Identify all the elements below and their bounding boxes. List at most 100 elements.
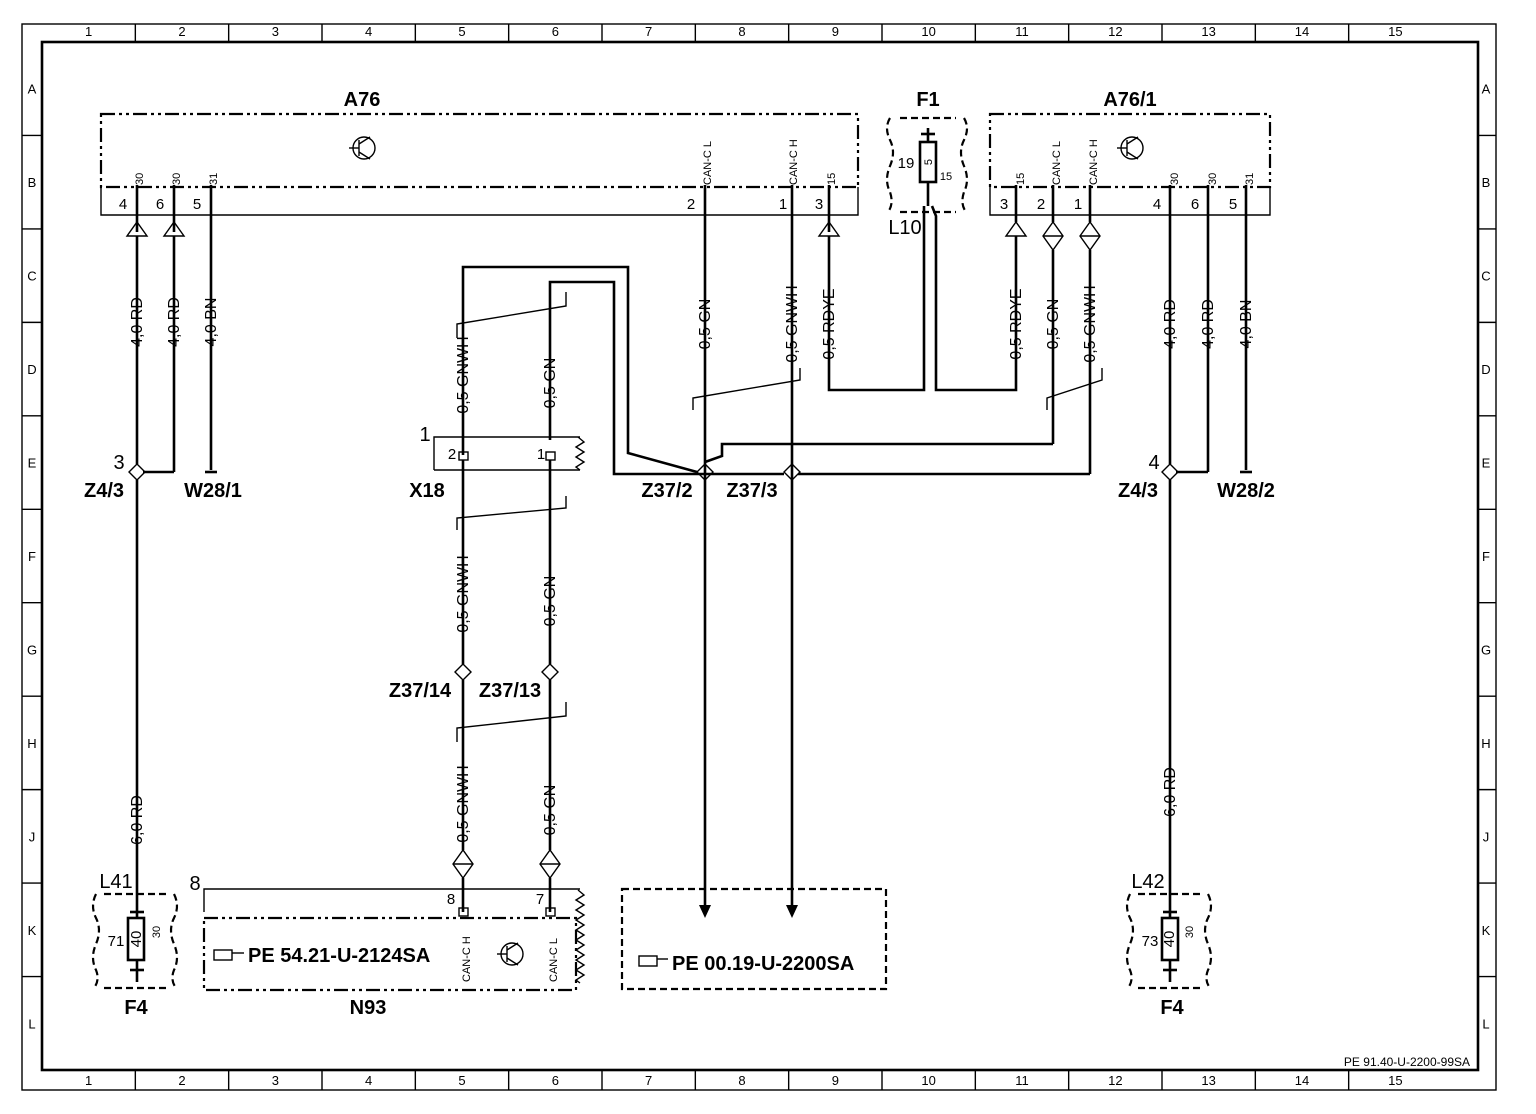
grid-row-label: L xyxy=(28,1016,35,1031)
can-ref: PE 00.19-U-2200SA xyxy=(672,953,854,975)
a76-label: A76 xyxy=(344,89,381,111)
grid-column-label: 7 xyxy=(645,24,652,39)
n93-pin: 7 xyxy=(536,891,544,908)
pin-term: CAN-C L xyxy=(548,938,560,982)
pin-term: 30 xyxy=(134,173,146,185)
z37-13-label: Z37/13 xyxy=(479,680,541,702)
pin-term: CAN-C H xyxy=(1088,139,1100,185)
can-ref-box: PE 00.19-U-2200SA xyxy=(620,887,888,991)
pin-num: 4 xyxy=(119,196,127,213)
w28-1-label: W28/1 xyxy=(184,480,242,502)
f1-label: F1 xyxy=(916,89,939,111)
grid-column-label: 12 xyxy=(1108,1073,1122,1088)
f4-right-label: F4 xyxy=(1160,997,1184,1019)
grid-column-label: 11 xyxy=(1015,24,1029,39)
pin-term: 30 xyxy=(1207,173,1219,185)
wires-lower: 0,5 GNWH 0,5 GN 0,5 GNWH 0,5 GN 0,5 GNWH… xyxy=(389,336,567,912)
grid-column-label: 6 xyxy=(552,24,559,39)
wire-label: 4,0 BN xyxy=(203,298,220,347)
l42-label: L42 xyxy=(1131,871,1164,893)
transistor-icon xyxy=(497,942,524,966)
grid-row-label: G xyxy=(1481,642,1491,657)
f4-right-pin-b: 30 xyxy=(1184,926,1196,938)
wires-right: 4,0 RD 4,0 RD 4,0 BN 6,0 RD 4 Z4/3 W28/2 xyxy=(1118,185,1275,906)
z37-3-label: Z37/3 xyxy=(726,480,777,502)
grid-column-label: 5 xyxy=(458,24,465,39)
grid-column-label: 12 xyxy=(1108,24,1122,39)
n93-pin: 8 xyxy=(447,891,455,908)
grid-column-label: 7 xyxy=(645,1073,652,1088)
f1-pin-a: 19 xyxy=(898,155,915,172)
grid-row-label: K xyxy=(1482,923,1491,938)
grid-column-label: 6 xyxy=(552,1073,559,1088)
pin-num: 4 xyxy=(1153,196,1161,213)
pin-num: 6 xyxy=(1191,196,1199,213)
x18-pin: 1 xyxy=(537,446,545,463)
grid-row-label: E xyxy=(28,456,37,471)
grid-column-label: 5 xyxy=(458,1073,465,1088)
grid-column-label: 10 xyxy=(921,24,935,39)
grid-column-label: 1 xyxy=(85,1073,92,1088)
grid-column-label: 2 xyxy=(178,24,185,39)
grid-row-label: J xyxy=(1483,829,1490,844)
grid-row-label: J xyxy=(29,829,36,844)
f1-fuse: 5 xyxy=(923,159,935,165)
grid-column-label: 8 xyxy=(738,24,745,39)
f4-left-pin-b: 30 xyxy=(151,926,163,938)
grid-column-label: 9 xyxy=(832,1073,839,1088)
wire-label: 0,5 GNWH xyxy=(1082,285,1099,362)
grid-column-label: 11 xyxy=(1015,1073,1029,1088)
wire-label: 4,0 RD xyxy=(129,297,146,347)
hand-pointer-icon xyxy=(638,955,668,967)
f4-left-fuse: 40 xyxy=(128,931,145,948)
grid-column-label: 14 xyxy=(1295,24,1309,39)
grid-column-label: 3 xyxy=(272,24,279,39)
wire-label: 0,5 GN xyxy=(1045,299,1062,350)
grid-column-label: 1 xyxy=(85,24,92,39)
grid-row-label: D xyxy=(1481,362,1490,377)
n93-num: 8 xyxy=(189,873,200,895)
grid-labels: 1122334455667788991010111112121313141415… xyxy=(27,24,1491,1088)
pin-term: 15 xyxy=(1015,173,1027,185)
grid-column-label: 8 xyxy=(738,1073,745,1088)
wire-label: 0,5 GNWH xyxy=(455,336,472,413)
n93-label: N93 xyxy=(350,997,387,1019)
pin-term: 30 xyxy=(171,173,183,185)
grid-column-label: 4 xyxy=(365,24,372,39)
pin-num: 3 xyxy=(815,196,823,213)
pin-term: CAN-C L xyxy=(702,141,714,185)
wires-can: 0,5 GN 0,5 GNWH 0,5 RDYE 0,5 RDYE 0,5 GN… xyxy=(456,185,1103,918)
wire-label: 0,5 RDYE xyxy=(1008,288,1025,359)
wire-label: 0,5 GN xyxy=(542,576,559,627)
component-a76: A76 xyxy=(99,89,860,216)
component-n93: 8 7 CAN-C H CAN-C L 8 N93 PE 54.21-U-212… xyxy=(189,873,586,1019)
wire-label: 0,5 GNWH xyxy=(455,765,472,842)
wire-label: 4,0 RD xyxy=(166,297,183,347)
component-f4-right: 73 40 30 L42 F4 xyxy=(1125,871,1213,1019)
grid-row-label: B xyxy=(1482,175,1491,190)
wire-label: 6,0 RD xyxy=(1162,767,1179,817)
pin-num: 3 xyxy=(1000,196,1008,213)
grid-row-label: E xyxy=(1482,456,1491,471)
grid-row-label: A xyxy=(28,82,37,97)
transistor-icon xyxy=(349,136,376,160)
wire-label: 4,0 BN xyxy=(1238,300,1255,349)
grid-column-label: 4 xyxy=(365,1073,372,1088)
f4-right-pin-a: 73 xyxy=(1142,933,1159,950)
pin-term: CAN-C L xyxy=(1051,141,1063,185)
grid-column-label: 2 xyxy=(178,1073,185,1088)
pin-num: 2 xyxy=(1037,196,1045,213)
wire-label: 0,5 GN xyxy=(542,358,559,409)
x18-num: 1 xyxy=(419,424,430,446)
wire-label: 4,0 RD xyxy=(1162,299,1179,349)
z37-14-label: Z37/14 xyxy=(389,680,452,702)
pin-num: 2 xyxy=(687,196,695,213)
wire-label: 0,5 GN xyxy=(697,299,714,350)
x18-label: X18 xyxy=(409,480,445,502)
grid-row-label: K xyxy=(28,923,37,938)
pin-num: 5 xyxy=(1229,196,1237,213)
w28-2-label: W28/2 xyxy=(1217,480,1275,502)
component-a76-1: A76/1 xyxy=(988,89,1272,216)
transistor-icon xyxy=(1117,136,1144,160)
